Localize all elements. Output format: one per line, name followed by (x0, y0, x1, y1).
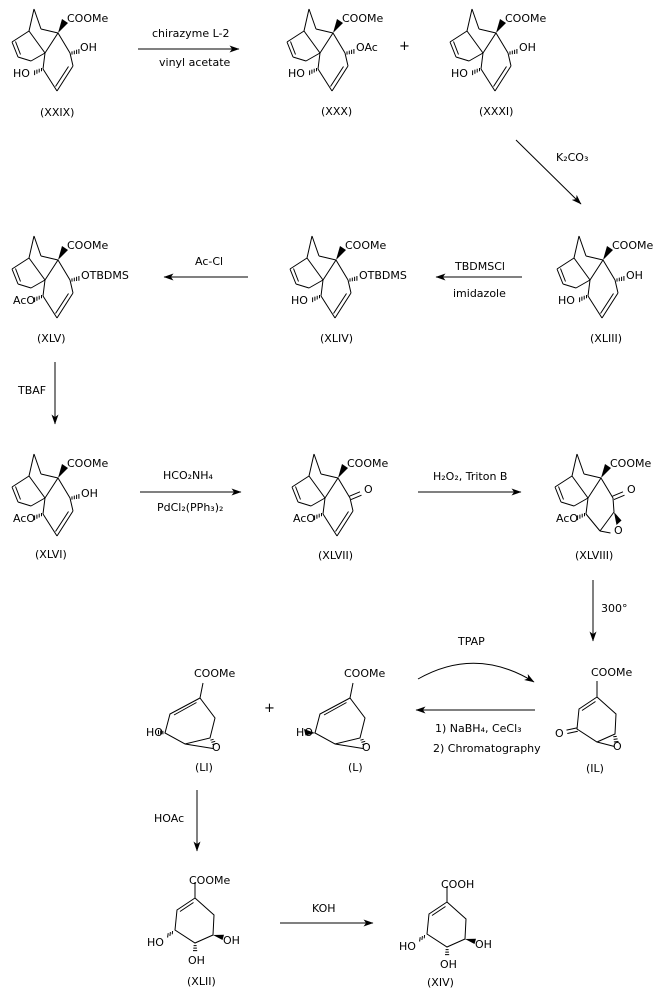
xlii-ester-label: COOMe (189, 874, 231, 887)
reagent-ammonium-formate: HCO₂NH₄ (163, 469, 213, 482)
xiv-name: (XIV) (427, 976, 454, 989)
reagent-tbdmscl: TBDMSCl (455, 260, 505, 273)
arrow-tpap-reverse (417, 662, 535, 683)
xlviii-epoxide-o-label: O (614, 524, 623, 537)
xxix-oh-label: OH (80, 41, 97, 54)
xlviii-name: (XLVIII) (575, 549, 614, 562)
xiv-ho-label: HO (399, 940, 416, 953)
xlvii-name: (XLVII) (318, 549, 354, 562)
xlvi-ester-label: COOMe (67, 457, 109, 470)
reagent-tpap: TPAP (458, 635, 485, 648)
xiv-oh-bottom-label: OH (440, 958, 457, 971)
xiv-acid-label: COOH (441, 878, 475, 891)
xliv-otbdms-label: OTBDMS (359, 269, 407, 282)
xlvii-ketone-label: O (364, 483, 373, 496)
li-ho-label: HO (146, 726, 163, 739)
xxx-oac-label: OAc (356, 41, 378, 54)
xliii-name: (XLIII) (590, 332, 622, 345)
xliii-oh-label: OH (626, 269, 643, 282)
reagent-chromatography: 2) Chromatography (433, 742, 541, 755)
xlviii-ester-label: COOMe (610, 457, 652, 470)
xlii-oh-bottom-label: OH (188, 954, 205, 967)
reagent-vinyl-acetate: vinyl acetate (159, 56, 231, 69)
xliii-ho-label: HO (558, 294, 575, 307)
xxxi-ho-label: HO (451, 67, 468, 80)
l-ho-label: HO (296, 726, 313, 739)
li-epoxide-o-label: O (212, 741, 221, 754)
reagent-accl: Ac-Cl (195, 255, 224, 268)
reagent-tbaf: TBAF (18, 384, 47, 397)
structure-l (304, 682, 368, 749)
xlvi-name: (XLVI) (35, 548, 67, 561)
xlviii-ketone-label: O (627, 483, 636, 496)
reagent-pdcl2: PdCl₂(PPh₃)₂ (157, 501, 224, 514)
il-ketone-label: O (555, 727, 564, 740)
il-epoxide-o-label: O (613, 740, 622, 753)
plus-sign-row1: + (399, 39, 410, 54)
l-name: (L) (348, 761, 363, 774)
reagent-chirazyme: chirazyme L-2 (152, 27, 230, 40)
reagent-hoac: HOAc (154, 812, 185, 825)
arrow-xxxi-to-xliii (515, 139, 582, 205)
xlv-aco-label: AcO (13, 294, 36, 307)
xxxi-ester-label: COOMe (505, 12, 547, 25)
xliv-ester-label: COOMe (345, 239, 387, 252)
xlvii-aco-label: AcO (293, 512, 316, 525)
xxx-name: (XXX) (321, 105, 353, 118)
xliv-name: (XLIV) (320, 332, 354, 345)
xliv-ho-label: HO (291, 294, 308, 307)
xxix-ho-label: HO (13, 67, 30, 80)
structure-xiv (419, 885, 477, 956)
il-ester-label: COOMe (591, 666, 633, 679)
reagent-h2o2-triton-b: H₂O₂, Triton B (433, 470, 508, 483)
xxix-ester-label: COOMe (67, 12, 109, 25)
xxx-ester-label: COOMe (342, 12, 384, 25)
li-name: (LI) (195, 761, 213, 774)
xlvi-oh-label: OH (81, 487, 98, 500)
xlvi-aco-label: AcO (13, 512, 36, 525)
reagent-300deg: 300° (601, 602, 628, 615)
xlvii-ester-label: COOMe (347, 457, 389, 470)
plus-sign-row4: + (264, 701, 275, 716)
xxx-ho-label: HO (288, 67, 305, 80)
reagent-k2co3: K₂CO₃ (556, 151, 589, 164)
xxix-name: (XXIX) (40, 106, 75, 119)
reagent-koh: KOH (312, 902, 336, 915)
reagent-nabh4-cecl3: 1) NaBH₄, CeCl₃ (435, 722, 522, 735)
xlii-name: (XLII) (187, 975, 216, 988)
xiv-oh-right-label: OH (475, 938, 492, 951)
l-ester-label: COOMe (344, 667, 386, 680)
li-ester-label: COOMe (194, 667, 236, 680)
structure-xlii (167, 881, 225, 952)
reagent-imidazole: imidazole (453, 287, 506, 300)
structure-li (158, 682, 218, 749)
xlv-name: (XLV) (37, 332, 66, 345)
xlii-oh-right-label: OH (223, 934, 240, 947)
xlv-ester-label: COOMe (67, 239, 109, 252)
l-epoxide-o-label: O (362, 741, 371, 754)
structure-il (566, 680, 619, 747)
il-name: (IL) (586, 762, 604, 775)
xxxi-name: (XXXI) (479, 105, 514, 118)
xlviii-aco-label: AcO (556, 512, 579, 525)
xxxi-oh-label: OH (519, 41, 536, 54)
xliii-ester-label: COOMe (612, 239, 654, 252)
xlv-otbdms-label: OTBDMS (81, 269, 129, 282)
xlii-ho-label: HO (147, 936, 164, 949)
